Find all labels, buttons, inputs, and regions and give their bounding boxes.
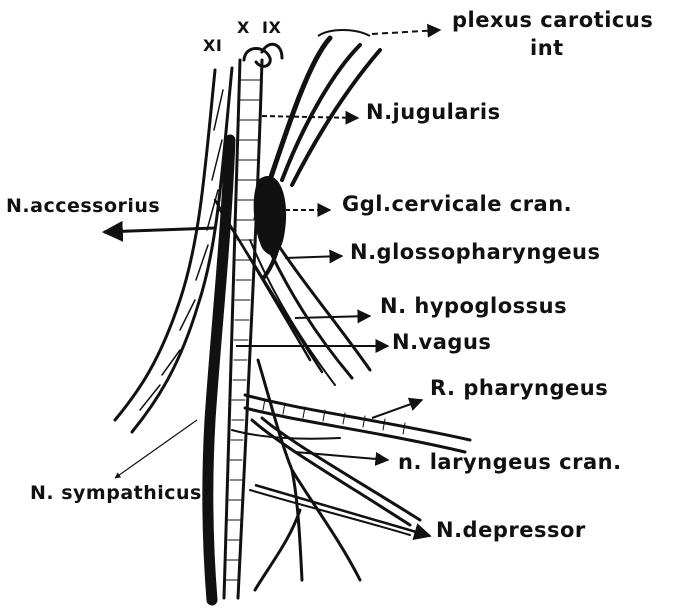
label-accessorius: N.accessorius [6,197,160,216]
accessorius-nerve-band [115,70,215,420]
label-x: X [237,20,250,36]
label-sympathicus: N. sympathicus [30,484,202,503]
label-laryngeus: n. laryngeus cran. [398,452,622,473]
label-jugularis: N.jugularis [366,102,501,123]
label-r-pharyngeus: R. pharyngeus [430,378,608,399]
label-ix: IX [262,20,281,36]
label-glossopharyngeus: N.glossopharyngeus [350,242,601,263]
label-ggl-cervicale: Ggl.cervicale cran. [342,194,572,215]
label-plexus-int: int [530,38,564,59]
label-plexus-caroticus: plexus caroticus [452,10,653,31]
label-vagus: N.vagus [392,332,491,353]
label-xi: XI [203,38,222,54]
label-hypoglossus: N. hypoglossus [380,296,567,317]
label-depressor: N.depressor [436,520,586,541]
cervical-ganglion [254,176,286,255]
